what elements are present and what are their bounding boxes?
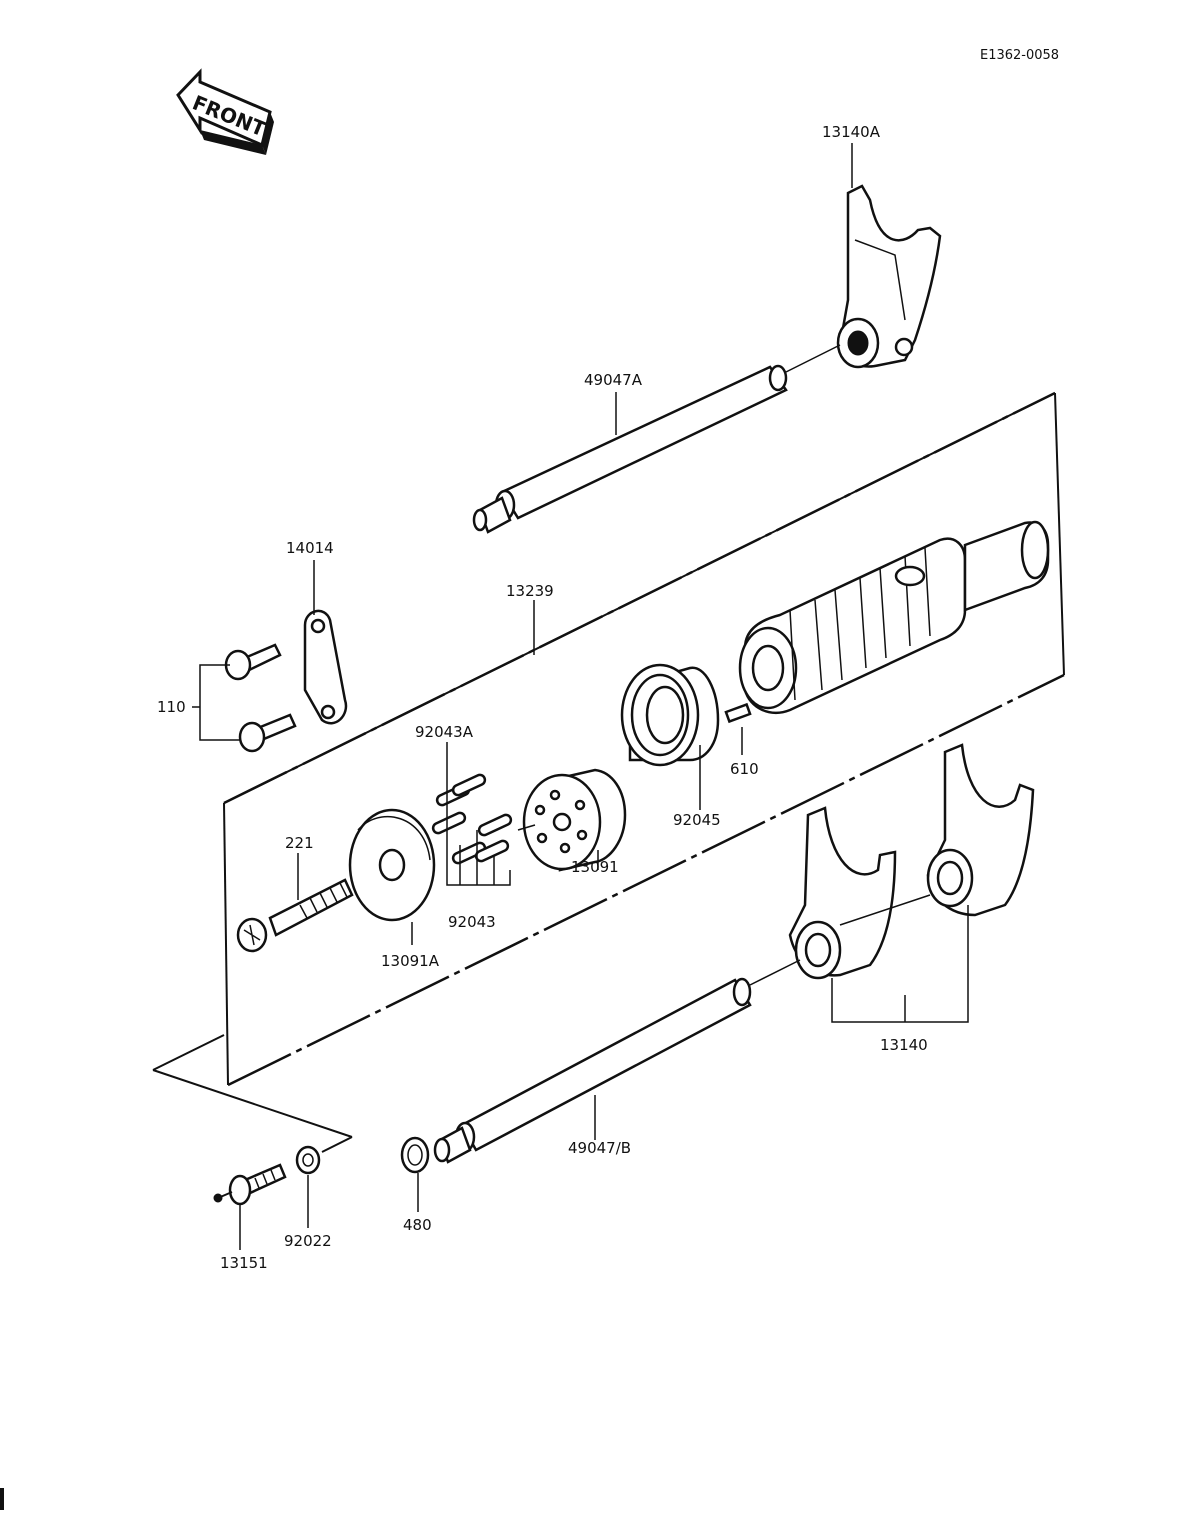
- screw-221: [236, 878, 354, 953]
- label-610: 610: [730, 760, 759, 778]
- label-221: 221: [285, 834, 314, 852]
- label-49047a: 49047A: [584, 371, 643, 389]
- scan-edge-mark: [0, 1488, 4, 1510]
- label-13140a: 13140A: [822, 123, 881, 141]
- cam-plate-13091a: [348, 808, 436, 922]
- diagram-code: E1362-0058: [980, 48, 1059, 63]
- front-arrow-icon: FRONT: [176, 68, 274, 155]
- label-13151: 13151: [220, 1254, 268, 1272]
- label-110: 110: [157, 698, 186, 716]
- switch-bracket-lines: [152, 1034, 353, 1153]
- drum-cam-13091: [517, 768, 627, 872]
- shaft-49047a: [472, 344, 841, 534]
- label-13239: 13239: [506, 582, 554, 600]
- pins-92043: [431, 773, 513, 865]
- shift-drum: [724, 520, 1050, 724]
- plate-14014: [303, 609, 348, 725]
- label-92043: 92043: [448, 913, 496, 931]
- label-14014: 14014: [286, 539, 334, 557]
- label-49047b: 49047/B: [568, 1139, 631, 1157]
- drum-assembly-panel: [223, 391, 1065, 1087]
- label-92022: 92022: [284, 1232, 332, 1250]
- label-92043a: 92043A: [415, 723, 474, 741]
- label-13091: 13091: [571, 858, 619, 876]
- label-480: 480: [403, 1216, 432, 1234]
- washer-92022: [295, 1145, 321, 1175]
- label-13091a: 13091A: [381, 952, 440, 970]
- leader-lines: [192, 143, 969, 1250]
- bearing-92045: [620, 663, 720, 767]
- circlip-480: [400, 1136, 430, 1174]
- label-13140: 13140: [880, 1036, 928, 1054]
- shaft-49047b: [433, 894, 931, 1164]
- label-92045: 92045: [673, 811, 721, 829]
- neutral-switch-13151: [213, 1163, 287, 1206]
- shift-fork-13140a: [836, 184, 942, 369]
- bolts-110: [224, 643, 297, 753]
- shift-forks-13140: [788, 743, 1035, 980]
